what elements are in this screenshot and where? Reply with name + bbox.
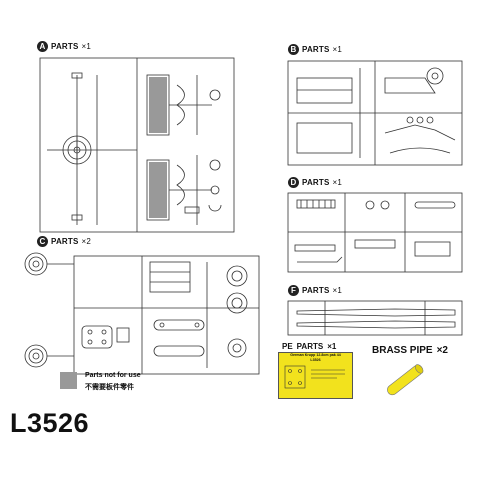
sprue-d-drawing: [287, 192, 463, 273]
brass-label: BRASS PIPE: [372, 345, 433, 356]
sprue-f-badge: F: [288, 285, 299, 296]
legend-label-zh: 不需要板件零件: [85, 384, 134, 391]
brass-count: ×2: [436, 345, 448, 356]
sprue-b-title: B PARTS ×1: [288, 44, 342, 55]
sprue-a-label: PARTS: [51, 42, 79, 51]
sprue-d-count: ×1: [332, 178, 343, 187]
pe-fret-title: German Krupp 12.8cm pak 44: [290, 353, 341, 357]
sprue-b-count: ×1: [332, 45, 343, 54]
sprue-b-badge: B: [288, 44, 299, 55]
sprue-c-drawing: [24, 252, 260, 375]
pe-fret: German Krupp 12.8cm pak 44 L3526: [278, 352, 353, 399]
sprue-c-title: C PARTS ×2: [37, 236, 91, 247]
sprue-a-badge: A: [37, 41, 48, 52]
sprue-d-title: D PARTS ×1: [288, 177, 342, 188]
product-code: L3526: [10, 408, 90, 438]
brass-pipe-icon: [387, 364, 424, 396]
pe-label: PARTS: [296, 342, 324, 351]
pe-title: PE PARTS ×1: [282, 342, 336, 351]
brass-title: BRASS PIPE ×2: [372, 345, 448, 356]
sprue-f-drawing: [287, 300, 463, 336]
legend-swatch: [60, 372, 77, 389]
sprue-d-badge: D: [288, 177, 299, 188]
sprue-f-label: PARTS: [302, 286, 330, 295]
sprue-b-drawing: [287, 60, 463, 166]
pe-count: ×1: [327, 342, 337, 351]
pe-fret-code: L3526: [310, 357, 321, 362]
sprue-a-title: A PARTS ×1: [37, 41, 91, 52]
pe-fret-parts: [284, 365, 345, 389]
sprue-c-count: ×2: [81, 237, 92, 246]
sprue-a-drawing: [39, 57, 235, 233]
sprue-c-badge: C: [37, 236, 48, 247]
sprue-f-title: F PARTS ×1: [288, 285, 342, 296]
legend-label-en: Parts not for use: [85, 372, 141, 379]
sprue-b-label: PARTS: [302, 45, 330, 54]
sprue-f-count: ×1: [332, 286, 343, 295]
pe-prefix: PE: [282, 342, 293, 351]
sprue-c-label: PARTS: [51, 237, 79, 246]
sprue-d-label: PARTS: [302, 178, 330, 187]
sprue-a-count: ×1: [81, 42, 92, 51]
